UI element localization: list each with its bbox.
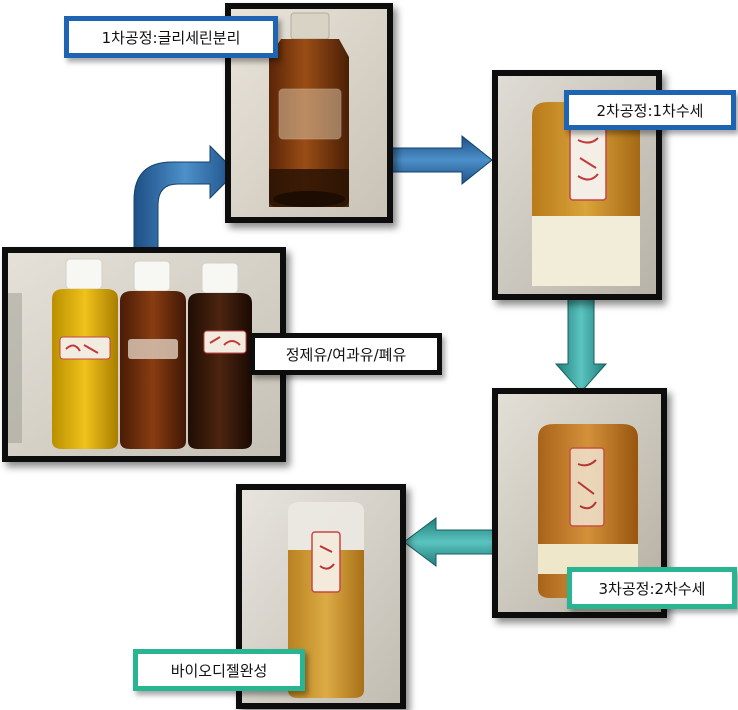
- input-oils-photo: [2, 247, 286, 462]
- input-label: 정제유/여과유/폐유: [250, 333, 442, 375]
- final-photo: [236, 484, 406, 709]
- step1-label: 1차공정:글리세린분리: [64, 16, 278, 58]
- step2-label: 2차공정:1차수세: [564, 90, 736, 130]
- step3-label: 3차공정:2차수세: [567, 567, 737, 609]
- arrow-step1-to-step2: [391, 134, 493, 186]
- arrow-step2-to-step3: [554, 297, 608, 393]
- curved-arrow-to-step1: [133, 144, 237, 251]
- arrow-step3-to-final: [403, 517, 499, 567]
- final-label: 바이오디젤완성: [133, 649, 305, 691]
